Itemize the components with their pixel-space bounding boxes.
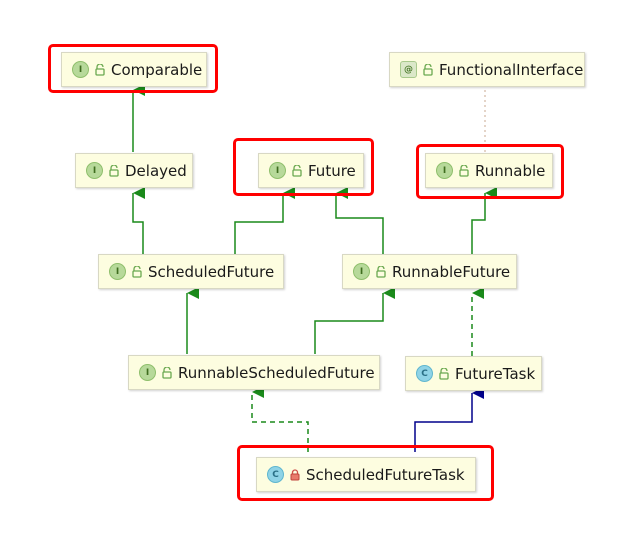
node-runnable[interactable]: I Runnable <box>425 153 553 188</box>
class-icon: C <box>416 365 433 382</box>
edge-sft-rsf <box>251 386 309 452</box>
node-future-task[interactable]: C FutureTask <box>405 356 542 391</box>
highlight-comparable <box>48 44 218 93</box>
node-label: ScheduledFutureTask <box>306 465 465 484</box>
node-label: Delayed <box>125 161 187 180</box>
edge-sft-futuretask <box>414 387 484 452</box>
interface-icon: I <box>269 162 286 179</box>
node-future[interactable]: I Future <box>258 153 364 188</box>
annotation-icon: @ <box>400 61 417 78</box>
public-access-icon <box>292 164 302 177</box>
public-access-icon <box>376 265 386 278</box>
public-access-icon <box>162 366 172 379</box>
node-scheduled-future[interactable]: I ScheduledFuture <box>98 254 284 289</box>
interface-icon: I <box>353 263 370 280</box>
node-label: FunctionalInterface <box>439 60 584 79</box>
edge-rsf-runnablefuture <box>314 287 395 354</box>
node-runnable-future[interactable]: I RunnableFuture <box>342 254 517 289</box>
public-access-icon <box>439 367 449 380</box>
node-label: RunnableScheduledFuture <box>178 363 375 382</box>
public-access-icon <box>132 265 142 278</box>
interface-icon: I <box>109 263 126 280</box>
node-functional-interface[interactable]: @ FunctionalInterface <box>389 52 585 87</box>
interface-icon: I <box>436 162 453 179</box>
highlight-future <box>233 138 374 196</box>
node-label: Runnable <box>475 161 546 180</box>
node-runnable-scheduled-future[interactable]: I RunnableScheduledFuture <box>128 355 380 390</box>
edge-scheduledfuture-delayed <box>132 187 145 254</box>
node-label: Comparable <box>111 60 203 79</box>
node-label: ScheduledFuture <box>148 262 275 281</box>
node-label: FutureTask <box>455 364 536 383</box>
interface-icon: I <box>72 61 89 78</box>
edge-runnablefuture-runnable <box>471 187 497 254</box>
node-delayed[interactable]: I Delayed <box>75 153 193 188</box>
node-label: RunnableFuture <box>392 262 511 281</box>
node-label: Future <box>308 161 356 180</box>
public-access-icon <box>109 164 119 177</box>
public-access-icon <box>459 164 469 177</box>
node-comparable[interactable]: I Comparable <box>61 52 207 87</box>
edge-runnablefuture-future <box>335 187 384 254</box>
highlight-runnable <box>416 144 564 199</box>
highlight-scheduled-future-task <box>237 445 494 501</box>
interface-icon: I <box>139 364 156 381</box>
interface-icon: I <box>86 162 103 179</box>
node-scheduled-future-task[interactable]: C ScheduledFutureTask <box>256 457 476 492</box>
class-icon: C <box>267 466 284 483</box>
private-lock-icon <box>290 468 300 481</box>
edge-scheduledfuture-future <box>234 187 295 254</box>
public-access-icon <box>423 63 433 76</box>
public-access-icon <box>95 63 105 76</box>
